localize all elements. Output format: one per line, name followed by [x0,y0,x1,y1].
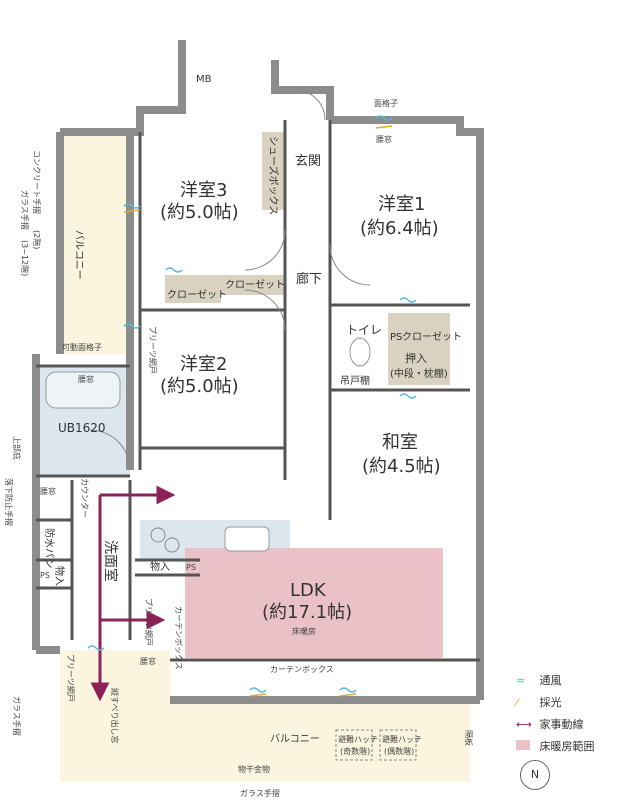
pleats-ami-label-3: プリーツ網戸 [66,654,76,702]
balcony-bottom [170,700,470,782]
legend-item-arrow: ⟷ 家事動線 [516,716,584,732]
balcony-left-label: バルコニー [73,230,85,280]
balcony-left [60,132,128,354]
curtain-box-h-label: カーテンボックス [270,665,334,674]
ldk-heating-label: 床暖房 [292,626,316,636]
legend-label-wind: 通風 [539,674,562,687]
oshiire-sub-label: (中段・枕棚) [390,367,448,380]
shoebox-fill [262,132,284,210]
mado-koushi-label: 面格子 [374,98,398,108]
heating-icon [516,740,530,750]
storage-label-b: 物入 [150,560,170,573]
hinan-hatch-1-label: 避難ハッチ [338,734,378,744]
washitsu-name: 和室 [382,432,418,453]
western1-name: 洋室1 [378,194,425,215]
monohoshi-label: 物干金物 [238,764,270,774]
western3-size: (約5.0帖) [160,202,239,223]
concrete-rail-note: (2階) [32,230,42,249]
pleats-ami-label-2: プリーツ網戸 [144,598,154,646]
glass-rail-left-label: ガラス手摺 [20,190,30,230]
bousui-label: 防水パン [43,528,56,569]
balcony-bottom-label: バルコニー [270,733,320,745]
rakka-boushi-label: 落下防止手摺 [4,478,14,526]
kitchen-sink [224,526,270,552]
mb-label: MB [196,74,212,85]
concrete-rail-label: コンクリート手摺 [32,150,42,214]
hinan-hatch-2-box [379,729,417,761]
storage-label-a: 物入 [53,566,66,586]
genkan-label: 玄関 [295,154,321,169]
ps-label-a: PS [40,571,50,580]
koshi-mado-label-4: 腰窓 [140,656,156,666]
western1-size: (約6.4帖) [360,218,439,239]
compass: N [520,760,550,790]
pleats-ami-label-1: プリーツ網戸 [148,326,158,374]
door-arcs [89,89,371,471]
legend-label-heating: 床暖房範囲 [539,740,595,753]
legend-item-light: ⁄ 採光 [516,694,562,710]
corridor-label: 廊下 [296,271,322,287]
oshiire-fill [388,343,450,385]
closet-fill-c [388,313,450,343]
arrow-icon: ⟷ [516,718,532,731]
koshi-mado-label-2: 腰窓 [78,374,94,384]
ldk-name: LDK [290,580,327,601]
oshiire-label: 押入 [405,351,427,365]
bath-label: UB1620 [58,421,106,435]
legend-item-wind: ≈ 通風 [516,672,562,688]
toilet-bowl [349,337,371,367]
glass-rail-bottom-left-label: ガラス手摺 [12,696,22,736]
floor-heating-top [300,548,443,568]
bathtub [45,371,121,409]
toilet-label: トイレ [346,323,382,337]
western2-name: 洋室2 [180,354,227,375]
housework-arrows [90,485,176,702]
curtain-box-v-label: カーテンボックス [174,606,183,670]
legend-label-arrow: 家事動線 [539,718,584,731]
tate-suberi-label: 縦すべり出し窓 [110,688,120,743]
walls [32,40,484,704]
closet-fill-a [165,275,221,303]
koshi-mado-label-1: 腰窓 [376,134,392,144]
ps-label-c: PS [390,332,402,343]
light-markers [123,125,393,697]
balcony-bottom-left [60,650,170,782]
shoebox-label: シューズボックス [267,136,280,215]
ps-label-b: PS [186,563,196,572]
western3-name: 洋室3 [180,180,227,201]
counter-label: カウンター [80,478,89,518]
glass-rail-left-note: (3~12階) [20,240,30,276]
legend-label-light: 採光 [539,696,562,709]
kadou-koushi-label: 可動面格子 [62,342,102,352]
stove-burner-2 [164,537,180,553]
shikiri-label: 隔板 [464,730,474,746]
ventilation-markers [87,115,417,693]
closet-fill-b [221,275,285,295]
glass-rail-bottom-label: ガラス手摺 [240,788,280,798]
washitsu-size: (約4.5帖) [362,456,441,477]
wind-icon: ≈ [516,674,526,687]
legend-item-heating: 床暖房範囲 [516,738,595,754]
closet-label-a: クローゼット [167,289,227,301]
koshi-mado-label-3: 腰窓 [40,486,56,496]
hinan-hatch-2-note: (偶数階) [384,746,414,756]
hanging-shelf-label: 吊戸棚 [340,374,370,387]
light-icon: ⁄ [516,696,518,709]
ldk-size: (約17.1帖) [262,602,352,623]
closet-label-c: クローゼット [402,331,462,343]
hinan-hatch-1-note: (奇数階) [340,746,370,756]
closet-label-b: クローゼット [225,279,285,291]
hinan-hatch-2-label: 避難ハッチ [382,734,422,744]
senmen-label: 洗面室 [102,540,119,582]
hinan-hatch-1-box [335,729,373,761]
inner-walls [36,120,480,662]
compass-n-label: N [530,768,540,781]
joubu-hisashi-label: 上部庇 [12,436,22,460]
western2-size: (約5.0帖) [160,376,239,397]
stove-burner [150,527,166,543]
